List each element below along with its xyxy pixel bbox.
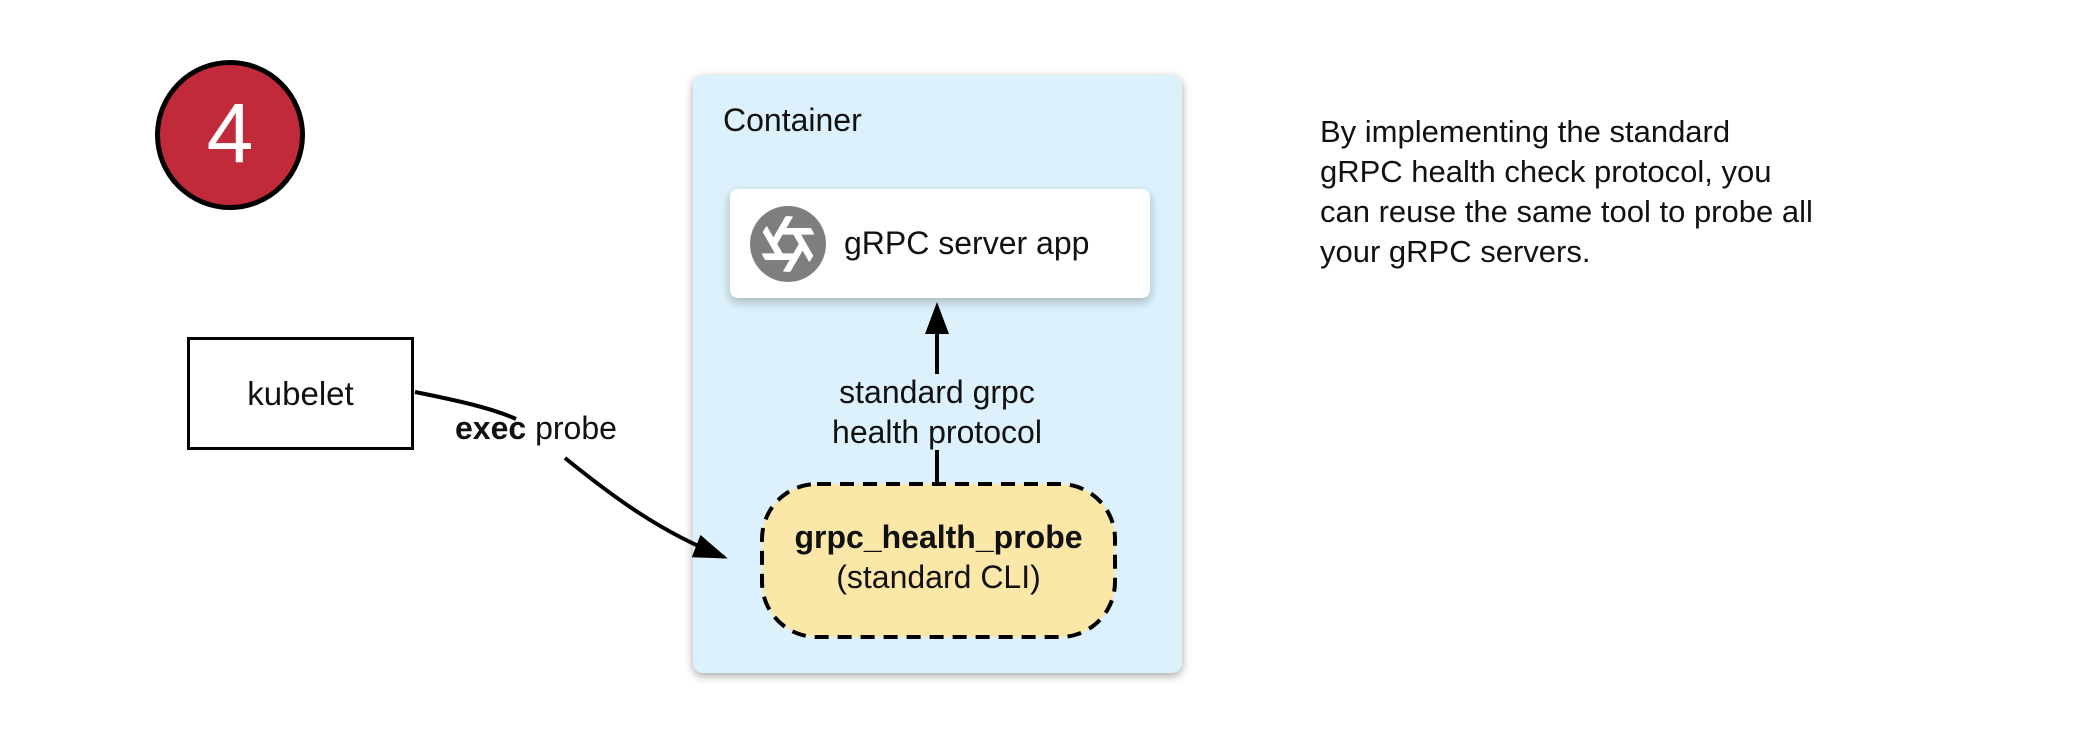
- grpc-server-app-label: gRPC server app: [844, 225, 1090, 261]
- aperture-icon: [750, 205, 826, 282]
- note-line: can reuse the same tool to probe all: [1320, 194, 1813, 229]
- note-line: your gRPC servers.: [1320, 234, 1591, 269]
- note-text: By implementing the standard gRPC health…: [1320, 112, 1813, 272]
- probe-pill-subtitle: (standard CLI): [836, 559, 1041, 595]
- container-label: Container: [723, 102, 862, 138]
- kubelet-node: kubelet: [187, 337, 414, 450]
- note-line: gRPC health check protocol, you: [1320, 154, 1772, 189]
- health-protocol-label-line2: health protocol: [832, 414, 1042, 450]
- exec-probe-label-bold: exec: [455, 410, 527, 446]
- exec-probe-label-rest: probe: [526, 410, 617, 446]
- kubelet-label: kubelet: [247, 374, 354, 412]
- grpc-server-app-node: gRPC server app: [730, 189, 1150, 298]
- note-line: By implementing the standard: [1320, 114, 1731, 149]
- probe-pill-text: grpc_health_probe (standard CLI): [762, 517, 1115, 597]
- health-protocol-label-line1: standard grpc: [839, 374, 1035, 410]
- step-number: 4: [206, 86, 254, 180]
- step-number-badge: 4: [155, 60, 305, 210]
- probe-pill-title: grpc_health_probe: [794, 519, 1083, 555]
- exec-probe-label: exec probe: [455, 410, 617, 447]
- health-protocol-label: standard grpc health protocol: [787, 372, 1087, 452]
